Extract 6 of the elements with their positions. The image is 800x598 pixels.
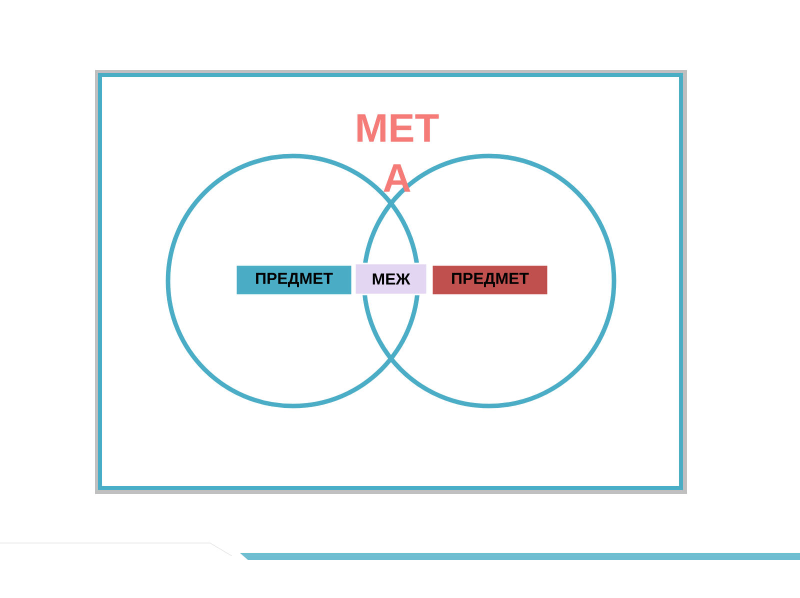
venn-circle <box>362 154 616 408</box>
venn-circle <box>166 154 420 408</box>
label-box: ПРЕДМЕТ <box>235 264 353 296</box>
label-box: МЕЖ <box>354 262 428 296</box>
label-box: ПРЕДМЕТ <box>431 264 549 296</box>
title: МЕТ А <box>357 114 439 192</box>
